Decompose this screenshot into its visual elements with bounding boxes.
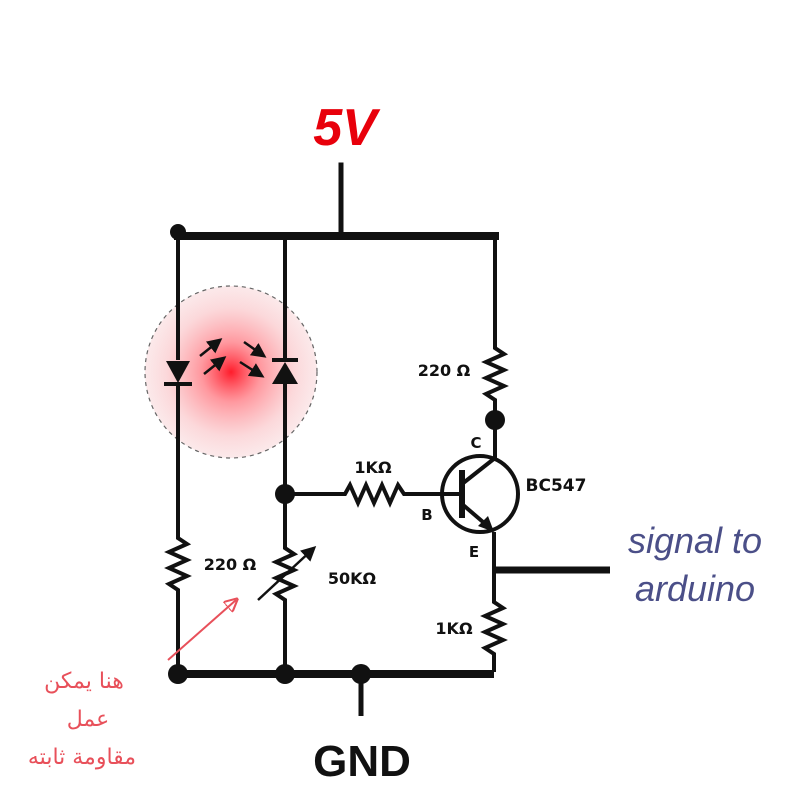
resistor-icon [164,530,192,672]
signal-label-line2: arduino [635,568,755,609]
r-base-label: 1KΩ [354,458,392,477]
photodiode-icon [239,340,298,540]
signal-label-line1: signal to [628,520,762,561]
junction-dot [351,664,371,684]
supply-wire [174,162,499,360]
junction-dot [485,410,505,430]
light-glow-icon [144,285,318,459]
note-line3: مقاومة ثابته [28,745,136,770]
ground-label: GND [313,737,411,786]
r-emitter-label: 1KΩ [435,619,473,638]
led-icon [164,338,227,530]
junction-dot [170,224,186,240]
npn-transistor-icon [440,450,520,534]
collector-label: C [470,434,481,452]
arrow-icon [167,600,236,661]
r-pot-label: 50KΩ [328,569,377,588]
r-collector-label: 220 Ω [418,361,471,380]
emitter-wire [492,532,610,596]
junction-dot [168,664,188,684]
ground-wire [178,670,494,716]
base-label: B [421,506,432,524]
resistor-icon [285,480,440,508]
resistor-icon [480,596,508,672]
emitter-label: E [469,543,479,561]
transistor-part-label: BC547 [526,476,587,496]
r-led-label: 220 Ω [204,555,257,574]
potentiometer-icon [257,540,317,672]
junction-dot [275,664,295,684]
note-line1: هنا يمكن [44,669,124,694]
note-line2: عمل [67,707,110,732]
resistor-icon [481,340,509,450]
supply-label: 5V [313,99,381,157]
